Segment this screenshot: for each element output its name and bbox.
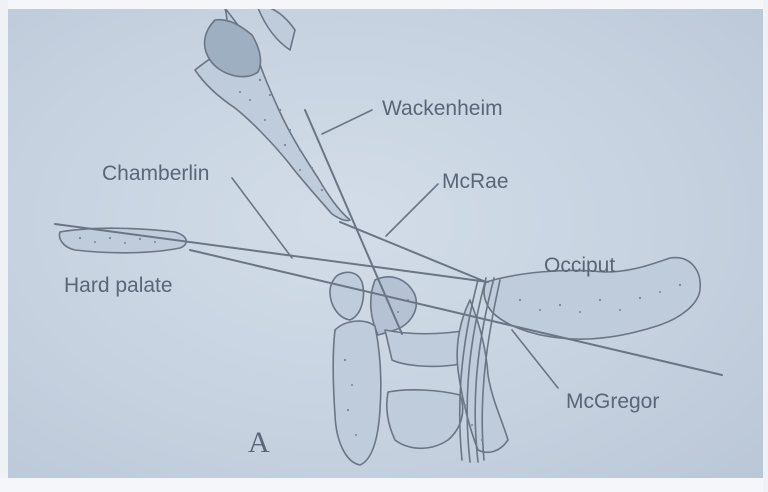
hard-palate-bone — [60, 228, 187, 253]
chamberlin-label: Chamberlin — [102, 162, 209, 185]
photo-border-left — [0, 0, 8, 492]
mcgregor-label: McGregor — [566, 390, 659, 413]
c3-body — [387, 390, 463, 448]
chamberlin-leader — [232, 178, 292, 258]
mcrae-label: McRae — [442, 170, 509, 193]
hard-palate-label: Hard palate — [64, 274, 173, 297]
wackenheim-leader — [322, 110, 372, 134]
mcrae-line — [340, 222, 486, 282]
occiput-label: Occiput — [544, 254, 615, 277]
dens — [371, 277, 417, 335]
photo-border-bottom — [0, 478, 768, 492]
sphenoid-upper — [258, 8, 295, 50]
axis-body — [333, 321, 381, 465]
photo-border-top — [0, 0, 768, 9]
figure-letter: A — [248, 426, 270, 459]
photo-border-right — [763, 0, 768, 492]
mcgregor-leader — [512, 330, 558, 388]
atlas-anterior-arch — [330, 272, 364, 320]
wackenheim-label: Wackenheim — [382, 97, 503, 120]
mcrae-leader — [386, 184, 438, 236]
